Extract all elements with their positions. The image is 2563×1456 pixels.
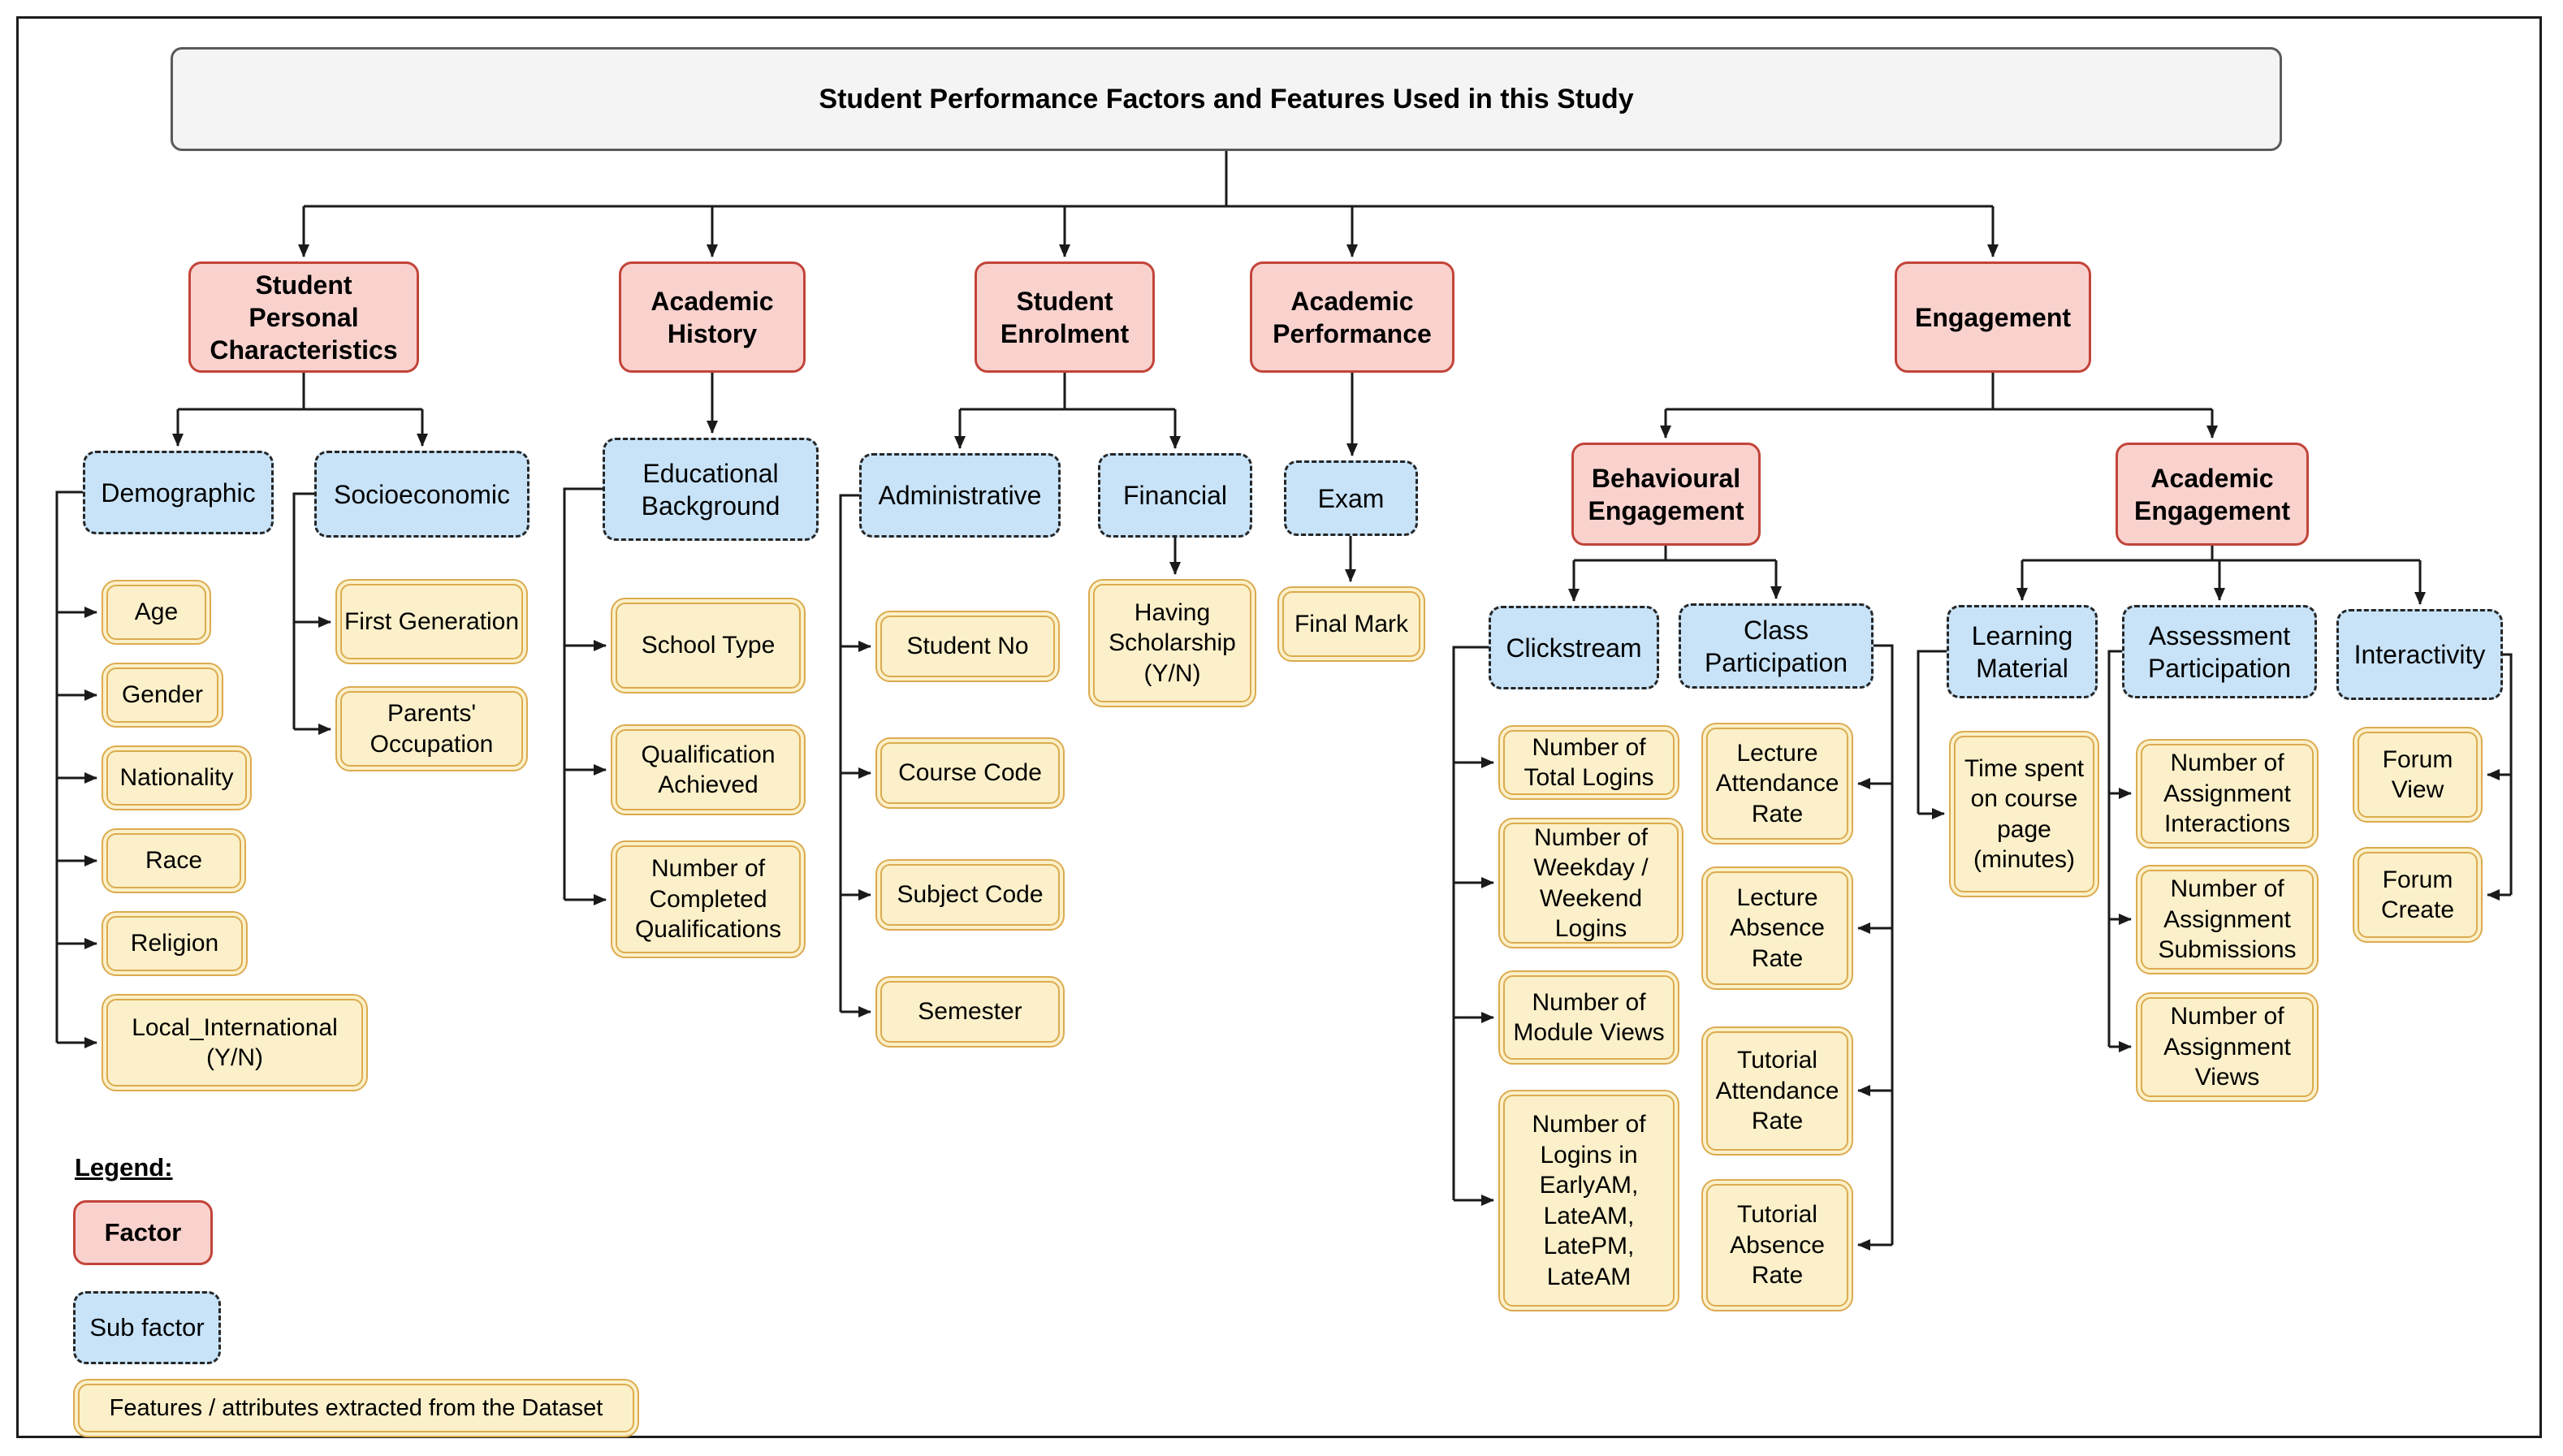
subfactor-clickstream: Clickstream	[1489, 606, 1659, 689]
feature-age: Age	[102, 580, 211, 645]
subfactor-educational-background: Educational Background	[603, 438, 819, 541]
subfactor-demographic: Demographic	[83, 451, 274, 534]
factor-student-personal-characteristics: Student Personal Characteristics	[188, 261, 419, 373]
feature-number-of-weekday-weekend-logins: Number of Weekday / Weekend Logins	[1498, 818, 1683, 948]
factor-academic-performance: Academic Performance	[1250, 261, 1454, 373]
factor-academic-history: Academic History	[619, 261, 806, 373]
feature-student-no: Student No	[875, 611, 1060, 682]
subfactor-financial: Financial	[1098, 453, 1252, 538]
feature-forum-create: Forum Create	[2353, 847, 2483, 943]
subfactor-administrative: Administrative	[859, 453, 1061, 538]
feature-number-of-logins-by-time: Number of Logins in EarlyAM, LateAM, Lat…	[1498, 1090, 1679, 1311]
feature-religion: Religion	[102, 911, 248, 976]
feature-lecture-attendance-rate: Lecture Attendance Rate	[1701, 723, 1853, 845]
feature-number-of-total-logins: Number of Total Logins	[1498, 725, 1679, 800]
subfactor-socioeconomic: Socioeconomic	[314, 451, 529, 538]
feature-number-of-assignment-views: Number of Assignment Views	[2136, 992, 2319, 1102]
subfactor-exam: Exam	[1284, 460, 1418, 536]
factor-academic-engagement: Academic Engagement	[2116, 443, 2309, 546]
feature-forum-view: Forum View	[2353, 727, 2483, 823]
feature-qualification-achieved: Qualification Achieved	[611, 724, 806, 815]
feature-subject-code: Subject Code	[875, 859, 1065, 931]
factor-student-enrolment: Student Enrolment	[975, 261, 1155, 373]
feature-final-mark: Final Mark	[1277, 586, 1425, 662]
subfactor-class-participation: Class Participation	[1679, 603, 1874, 689]
legend-sub-factor-sample: Sub factor	[73, 1291, 221, 1364]
feature-number-of-module-views: Number of Module Views	[1498, 970, 1679, 1065]
legend-feature-sample: Features / attributes extracted from the…	[73, 1379, 639, 1437]
feature-school-type: School Type	[611, 598, 806, 693]
factor-engagement: Engagement	[1895, 261, 2091, 373]
feature-parents-occupation: Parents' Occupation	[335, 686, 528, 771]
feature-gender: Gender	[102, 663, 223, 728]
feature-local-international: Local_International (Y/N)	[102, 994, 368, 1091]
feature-tutorial-absence-rate: Tutorial Absence Rate	[1701, 1179, 1853, 1311]
feature-having-scholarship: Having Scholarship (Y/N)	[1088, 579, 1256, 707]
feature-semester: Semester	[875, 976, 1065, 1048]
legend-heading: Legend:	[75, 1153, 173, 1182]
feature-first-generation: First Generation	[335, 579, 528, 664]
feature-number-of-assignment-submissions: Number of Assignment Submissions	[2136, 865, 2319, 974]
subfactor-assessment-participation: Assessment Participation	[2122, 605, 2317, 698]
feature-tutorial-attendance-rate: Tutorial Attendance Rate	[1701, 1026, 1853, 1156]
feature-lecture-absence-rate: Lecture Absence Rate	[1701, 866, 1853, 990]
feature-race: Race	[102, 828, 246, 893]
diagram-border	[16, 16, 2542, 1438]
feature-number-of-completed-qualifications: Number of Completed Qualifications	[611, 840, 806, 958]
subfactor-learning-material: Learning Material	[1947, 605, 2098, 698]
diagram-title: Student Performance Factors and Features…	[171, 47, 2282, 151]
feature-number-of-assignment-interactions: Number of Assignment Interactions	[2136, 739, 2319, 849]
feature-course-code: Course Code	[875, 737, 1065, 809]
feature-time-spent-on-course-page: Time spent on course page (minutes)	[1949, 731, 2099, 897]
factor-behavioural-engagement: Behavioural Engagement	[1571, 443, 1761, 546]
feature-nationality: Nationality	[102, 745, 252, 810]
legend-factor-sample: Factor	[73, 1200, 213, 1265]
subfactor-interactivity: Interactivity	[2336, 609, 2503, 700]
